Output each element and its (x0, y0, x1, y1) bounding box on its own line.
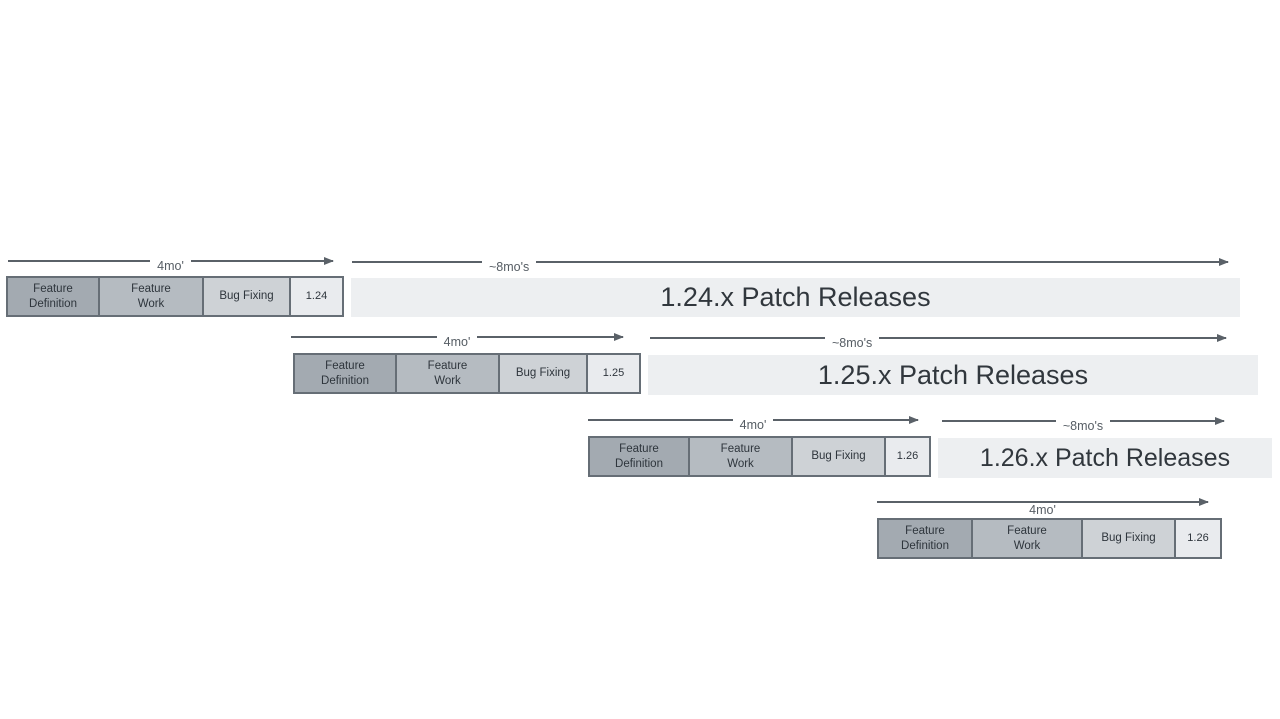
phase-feature-work: Feature Work (395, 353, 500, 394)
arrow-head-icon (877, 498, 1209, 506)
patch-cycle-arrow-1-26: ~8mo's (942, 413, 1225, 433)
phase-label: Feature Work (131, 283, 171, 310)
arrow-label-4mo: 4mo' (739, 418, 767, 432)
arrow-line (8, 260, 151, 262)
dev-cycle-arrow-1-26: 4mo' (588, 412, 919, 432)
arrow-label-4mo: 4mo' (157, 259, 184, 273)
phase-feature-work: Feature Work (688, 436, 793, 477)
phase-label: Feature Work (720, 443, 761, 470)
phase-bug-fixing: Bug Fixing (498, 353, 588, 394)
patch-cycle-arrow-1-24: ~8mo's (352, 254, 1229, 274)
phase-feature-work: Feature Work (98, 276, 204, 317)
dev-cycle-arrow-1-24: 4mo' (8, 253, 335, 273)
phase-feature-definition: Feature Definition (293, 353, 397, 394)
phase-label: Bug Fixing (811, 450, 866, 463)
arrow-label-8mos: ~8mo's (832, 336, 873, 350)
arrow-head-icon (477, 333, 624, 341)
arrow-line (650, 337, 825, 339)
arrow-label-8mos: ~8mo's (489, 260, 530, 274)
phase-feature-definition: Feature Definition (588, 436, 690, 477)
phase-feature-work: Feature Work (971, 518, 1083, 559)
arrow-line (291, 336, 437, 338)
arrow-label-8mos: ~8mo's (1062, 419, 1104, 433)
version-box-1-25: 1.25 (586, 353, 641, 394)
patch-cycle-arrow-1-25: ~8mo's (650, 330, 1227, 350)
phase-bug-fixing: Bug Fixing (202, 276, 291, 317)
phase-label: Feature Definition (321, 360, 369, 387)
arrow-label-4mo: 4mo' (1029, 503, 1056, 517)
phase-feature-definition: Feature Definition (877, 518, 973, 559)
version-label: 1.24 (305, 289, 328, 302)
arrow-head-icon (190, 257, 335, 265)
arrow-line (352, 261, 482, 263)
dev-cycle-arrow-1-25: 4mo' (291, 329, 624, 349)
version-box-1-24: 1.24 (289, 276, 344, 317)
phase-row-1-24: Feature Definition Feature Work Bug Fixi… (6, 276, 344, 317)
phase-bug-fixing: Bug Fixing (1081, 518, 1176, 559)
phase-label: Bug Fixing (219, 290, 274, 303)
version-label: 1.26 (896, 449, 919, 462)
patch-releases-label: 1.24.x Patch Releases (660, 282, 931, 312)
arrow-line (942, 420, 1056, 422)
version-label: 1.25 (602, 366, 625, 379)
patch-releases-label: 1.25.x Patch Releases (817, 359, 1089, 390)
phase-label: Feature Definition (901, 525, 949, 552)
phase-label: Bug Fixing (515, 367, 571, 380)
phase-label: Feature Work (1007, 525, 1047, 552)
dev-cycle-arrow-next (877, 494, 1209, 510)
arrow-head-icon (536, 258, 1229, 266)
phase-feature-definition: Feature Definition (6, 276, 100, 317)
phase-bug-fixing: Bug Fixing (791, 436, 886, 477)
arrow-line (588, 419, 733, 421)
patch-releases-bar-1-26: 1.26.x Patch Releases (938, 438, 1272, 478)
phase-label: Bug Fixing (1101, 532, 1156, 545)
version-box-next: 1.26 (1174, 518, 1222, 559)
phase-row-1-26: Feature Definition Feature Work Bug Fixi… (588, 436, 931, 477)
patch-releases-bar-1-24: 1.24.x Patch Releases (351, 278, 1240, 317)
phase-row-next: Feature Definition Feature Work Bug Fixi… (877, 518, 1222, 559)
arrow-label-4mo: 4mo' (443, 335, 471, 349)
patch-releases-bar-1-25: 1.25.x Patch Releases (648, 355, 1258, 395)
patch-releases-label: 1.26.x Patch Releases (979, 443, 1231, 472)
version-label: 1.26 (1187, 531, 1209, 544)
phase-label: Feature Definition (29, 283, 77, 310)
phase-label: Feature Definition (615, 443, 663, 470)
phase-label: Feature Work (427, 360, 468, 387)
arrow-head-icon (879, 334, 1227, 342)
version-box-1-26: 1.26 (884, 436, 931, 477)
arrow-head-icon (1110, 417, 1225, 425)
arrow-head-icon (773, 416, 919, 424)
phase-row-1-25: Feature Definition Feature Work Bug Fixi… (293, 353, 641, 394)
